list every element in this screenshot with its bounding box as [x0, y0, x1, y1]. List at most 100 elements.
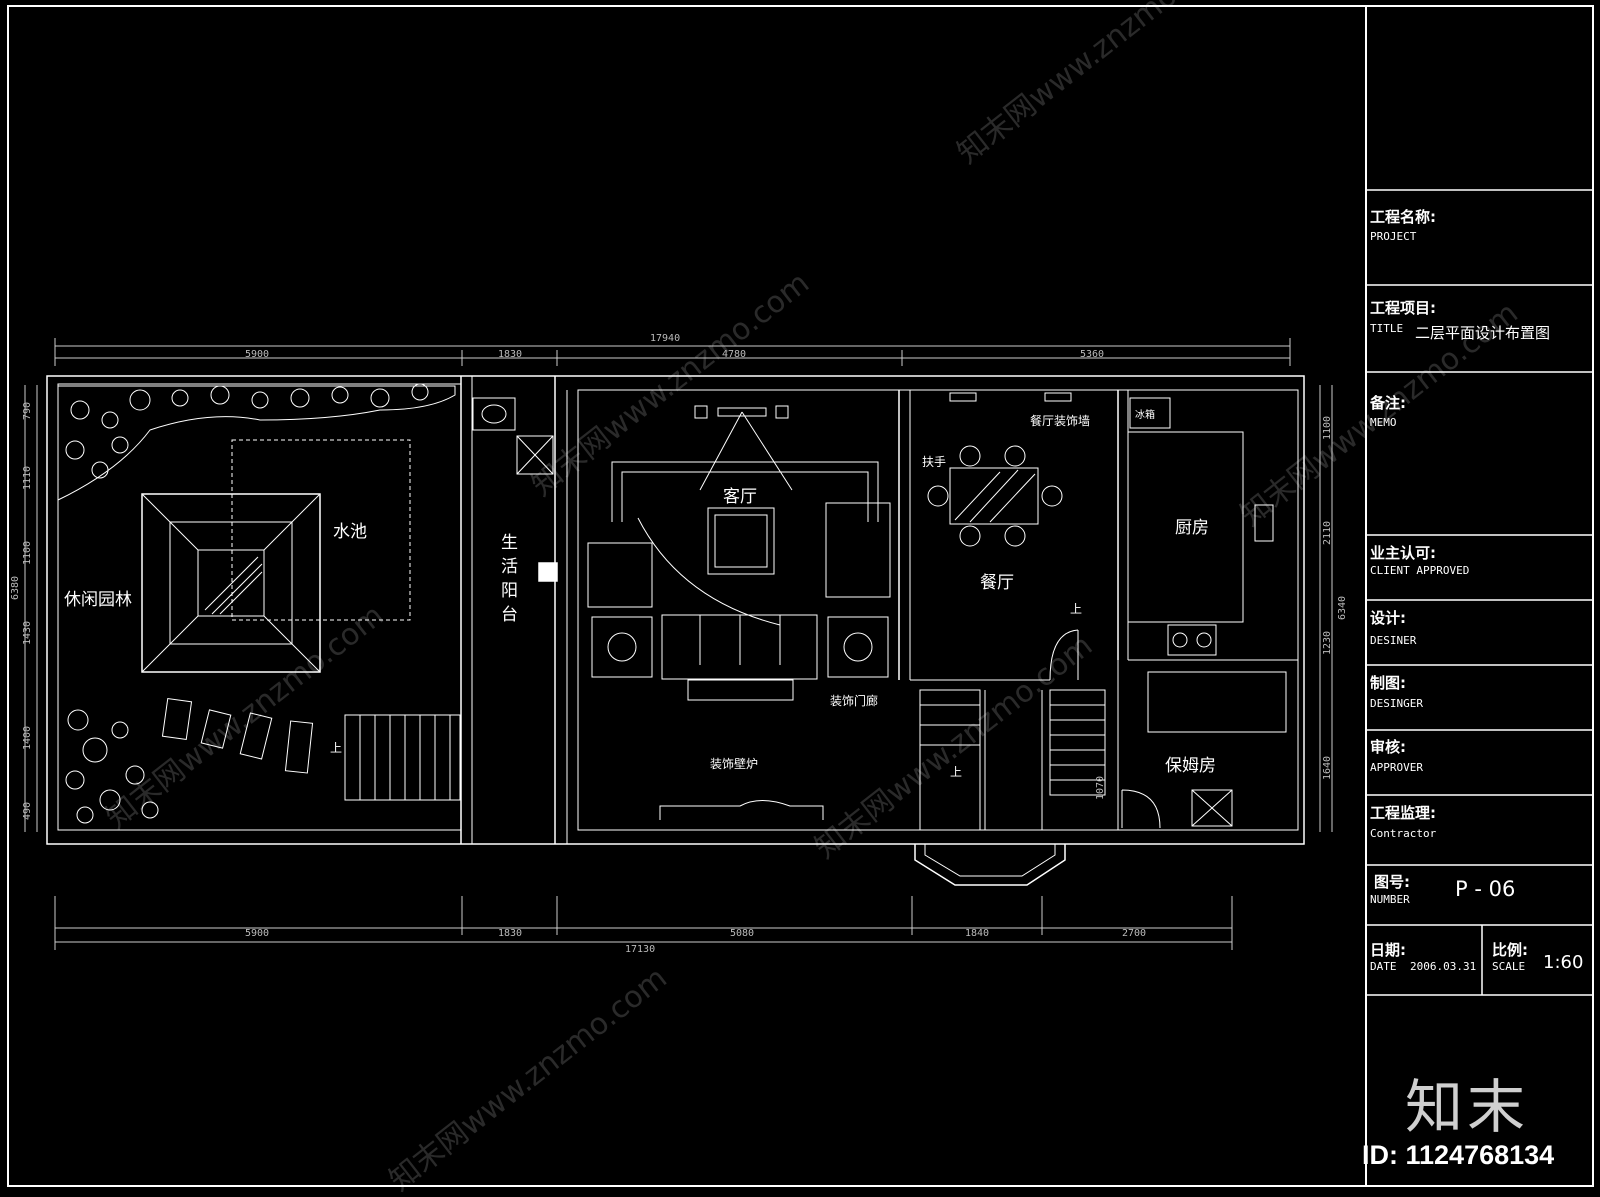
client-label: 业主认可:	[1370, 544, 1436, 562]
note-fridge: 冰箱	[1135, 408, 1155, 421]
design-sub: DESINER	[1370, 634, 1417, 647]
stepping-stones	[161, 697, 314, 774]
dim-bottom-total: 17130	[625, 944, 655, 955]
watermark-layer: 知末网www.znzmo.com 知末网www.znzmo.com 知末网www…	[100, 0, 1525, 1197]
scale-label: 比例:	[1492, 941, 1528, 959]
dim-top-total: 17940	[650, 333, 680, 344]
title-block-text: 工程名称: PROJECT 工程项目: TITLE 二层平面设计布置图 备注: …	[1369, 208, 1583, 973]
sink	[1254, 504, 1274, 542]
note-arch: 装饰门廊	[830, 693, 878, 708]
dim-right-3: 1230	[1322, 631, 1333, 655]
dining-furniture	[927, 392, 1072, 547]
stove	[1167, 624, 1217, 656]
image-id-label: ID: 1124768134	[1362, 1140, 1555, 1170]
note-fireplace: 装饰壁炉	[710, 756, 758, 771]
staircase	[919, 629, 1106, 831]
outer-wall	[46, 375, 1305, 845]
scale-sub: SCALE	[1492, 960, 1525, 973]
dim-left-2: 1110	[22, 466, 33, 490]
dim-bottom-3: 5080	[730, 928, 754, 939]
annotation-notes: 餐厅装饰墙 扶手 冰箱 装饰门廊 装饰壁炉 上 上 上	[330, 408, 1155, 779]
fridge	[1129, 397, 1171, 429]
room-garden: 休闲园林	[64, 590, 132, 610]
dim-right-total: 6340	[1337, 596, 1348, 620]
room-balcony-2: 活	[501, 557, 518, 577]
drawing-sub: DESINGER	[1370, 697, 1423, 710]
room-maid: 保姆房	[1165, 756, 1216, 776]
title-label: 工程项目:	[1370, 299, 1436, 317]
washer	[516, 435, 554, 475]
date-sub: DATE	[1370, 960, 1397, 973]
maid-bed	[1147, 671, 1287, 733]
dim-top-3: 4780	[722, 349, 746, 360]
pool	[231, 439, 411, 621]
floor-plan	[24, 338, 1333, 950]
dim-left-6: 490	[22, 802, 33, 820]
dim-bottom-4: 1840	[965, 928, 989, 939]
watermark-text: 知末网www.znzmo.com	[525, 266, 816, 504]
note-up-garden: 上	[330, 741, 342, 755]
brand-logo: 知末	[1405, 1073, 1530, 1141]
number-sub: NUMBER	[1370, 893, 1410, 906]
dim-right-2: 2110	[1322, 521, 1333, 545]
garden-stairs	[344, 714, 461, 801]
dim-left-total: 6380	[10, 576, 21, 600]
note-handrail: 扶手	[922, 454, 946, 469]
dim-top-2: 1830	[498, 349, 522, 360]
date-value: 2006.03.31	[1410, 960, 1476, 973]
watermark-text: 知末网www.znzmo.com	[951, 0, 1242, 171]
design-label: 设计:	[1370, 609, 1406, 627]
dim-bottom-5: 2700	[1122, 928, 1146, 939]
dim-left-3: 1100	[22, 541, 33, 565]
contractor-label: 工程监理:	[1370, 804, 1436, 822]
dim-top-1: 5900	[245, 349, 269, 360]
scale-value: 1:60	[1543, 952, 1583, 973]
dimension-lines	[24, 338, 1333, 950]
note-dining-wall: 餐厅装饰墙	[1030, 413, 1090, 428]
garden-shrubs	[57, 383, 456, 824]
bay-window	[914, 844, 1066, 886]
note-up-landing: 上	[1070, 602, 1082, 616]
note-up-stairs: 上	[950, 765, 962, 779]
room-labels: 休闲园林 水池 生 活 阳 台 客厅 餐厅 厨房 保姆房	[64, 487, 1216, 776]
memo-label: 备注:	[1369, 394, 1406, 412]
project-sub: PROJECT	[1370, 230, 1417, 243]
number-value: P - 06	[1455, 877, 1515, 901]
watermark-text: 知末网www.znzmo.com	[383, 960, 674, 1193]
room-balcony-3: 阳	[501, 581, 518, 601]
living-furniture	[587, 405, 891, 820]
maid-door	[1121, 789, 1161, 829]
approver-sub: APPROVER	[1370, 761, 1423, 774]
room-balcony-1: 生	[501, 533, 518, 553]
basin	[472, 397, 516, 431]
contractor-sub: Contractor	[1370, 827, 1437, 840]
dim-left-1: 790	[22, 402, 33, 420]
client-sub: CLIENT APPROVED	[1370, 564, 1469, 577]
dim-bottom-1: 5900	[245, 928, 269, 939]
drawing-label: 制图:	[1370, 674, 1406, 692]
dimension-labels: 17940 5900 1830 4780 5360 5900 1830 5080…	[10, 333, 1348, 955]
room-pool: 水池	[333, 522, 367, 542]
dim-left-5: 1400	[22, 726, 33, 750]
dim-right-5: 1070	[1095, 776, 1106, 800]
floor-drain	[538, 562, 558, 582]
pavilion	[141, 493, 321, 673]
dim-top-4: 5360	[1080, 349, 1104, 360]
title-value: 二层平面设计布置图	[1415, 324, 1550, 342]
dim-right-1: 1100	[1322, 416, 1333, 440]
title-sub: TITLE	[1370, 322, 1403, 335]
dim-bottom-2: 1830	[498, 928, 522, 939]
project-label: 工程名称:	[1370, 208, 1436, 226]
memo-sub: MEMO	[1370, 416, 1397, 429]
number-label: 图号:	[1374, 873, 1410, 891]
dim-right-4: 1640	[1322, 756, 1333, 780]
room-dining: 餐厅	[980, 573, 1014, 593]
title-block-grid	[1366, 189, 1593, 996]
date-label: 日期:	[1370, 941, 1406, 959]
sheet-border	[7, 5, 1594, 1187]
room-kitchen: 厨房	[1175, 518, 1209, 538]
maid-cabinet	[1191, 789, 1233, 827]
room-living: 客厅	[723, 487, 757, 507]
